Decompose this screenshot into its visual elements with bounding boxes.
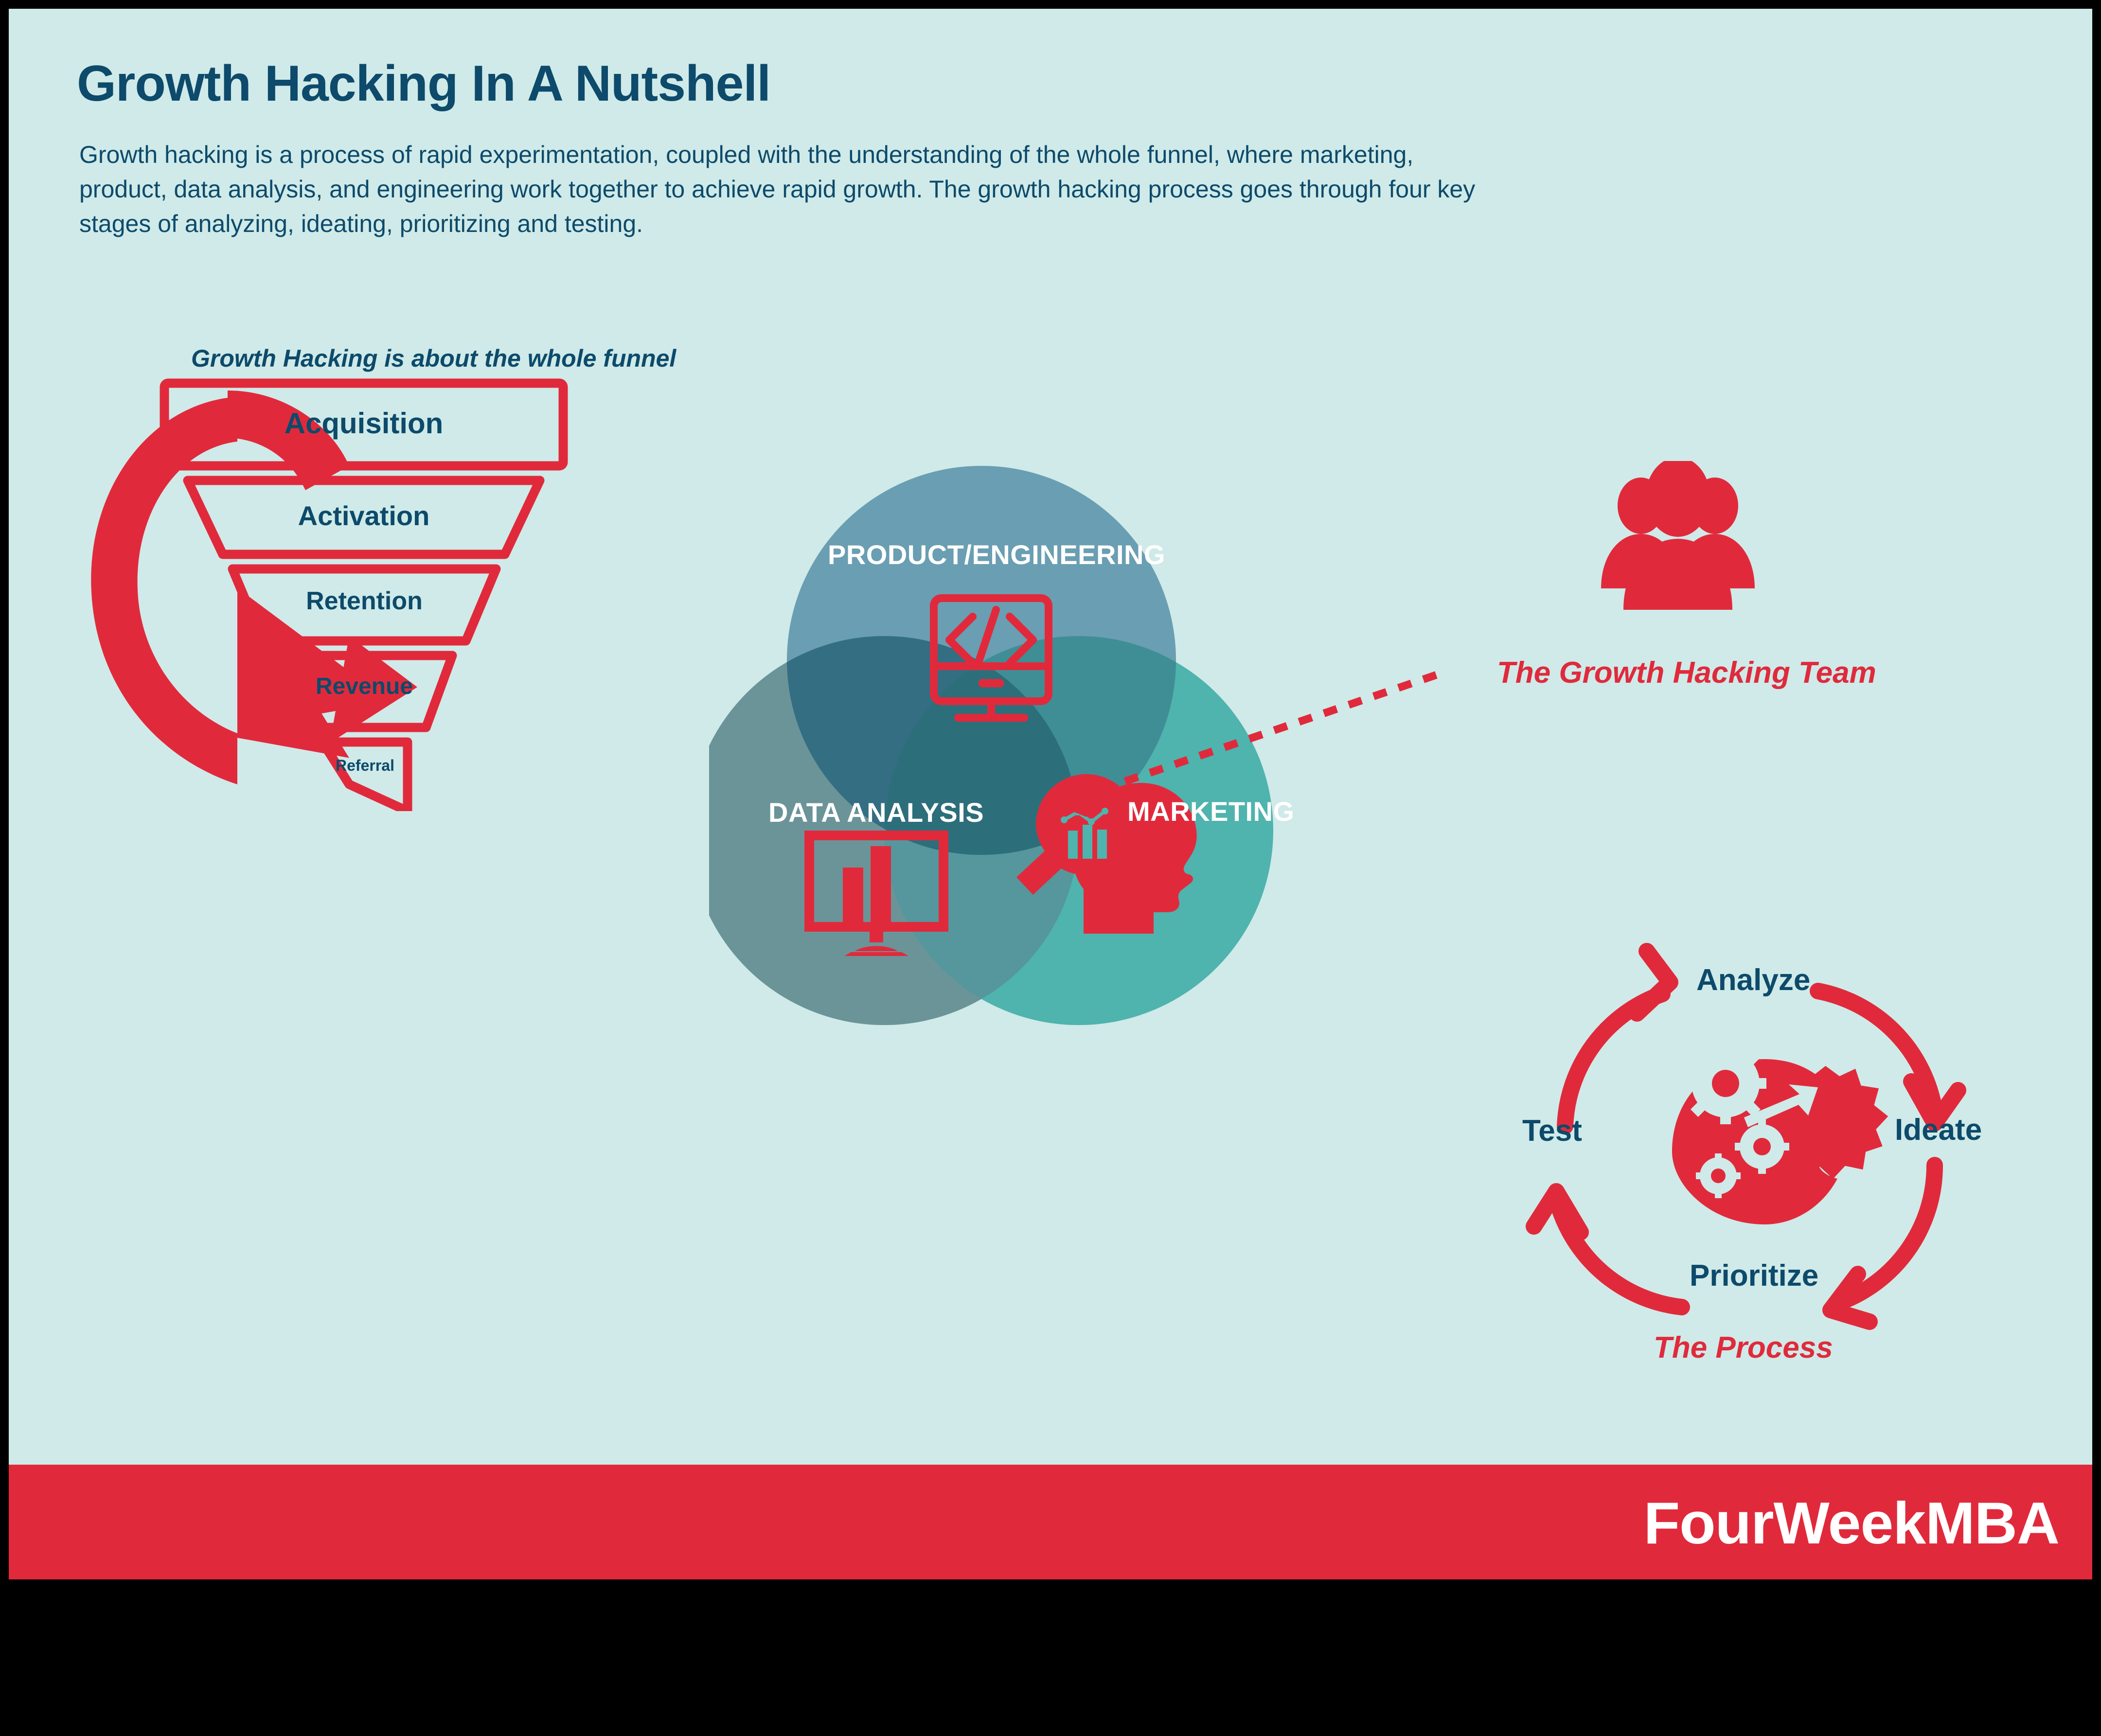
process-caption: The Process	[1654, 1331, 1833, 1364]
venn-graphic	[690, 466, 1438, 1025]
code-monitor-icon	[930, 594, 1052, 722]
funnel-stage-shape-referral	[318, 737, 412, 811]
venn-label-product-engineering: PRODUCT/ENGINEERING	[828, 539, 1165, 570]
process-step-test: Test	[1522, 1114, 1582, 1148]
page-title: Growth Hacking In A Nutshell	[77, 55, 771, 112]
footer-bar: FourWeekMBA	[9, 1465, 2092, 1579]
dashed-arrow-icon	[1057, 671, 1438, 817]
funnel-label-revenue: Revenue	[315, 673, 413, 699]
process-step-analyze: Analyze	[1696, 963, 1811, 997]
funnel-stage-shape-activation	[183, 476, 545, 559]
venn-label-marketing: MARKETING	[1127, 796, 1295, 827]
funnel-stage-shape-acquisition	[160, 378, 568, 471]
venn-label-data-analysis: DATA ANALYSIS	[768, 797, 984, 828]
team-section: The Growth Hacking Team	[1497, 457, 2081, 762]
funnel-label-referral: Referral	[336, 757, 394, 774]
funnel-caption: Growth Hacking is about the whole funnel	[191, 345, 677, 372]
process-cycle-graphic	[1526, 943, 1966, 1330]
funnel-stage-shape-retention	[228, 564, 501, 646]
bar-chart-monitor-icon	[804, 831, 948, 956]
page-description: Growth hacking is a process of rapid exp…	[79, 141, 1476, 237]
funnel-label-acquisition: Acquisition	[284, 407, 444, 440]
process-step-prioritize: Prioritize	[1690, 1259, 1819, 1293]
team-label: The Growth Hacking Team	[1497, 656, 1876, 690]
gears-idea-burst-icon	[1672, 1043, 1888, 1224]
funnel-label-retention: Retention	[306, 587, 423, 615]
funnel-graphic	[91, 378, 568, 811]
infographic-canvas: Growth Hacking In A Nutshell Growth hack…	[9, 9, 2092, 1579]
venn-diagram-section: PRODUCT/ENGINEERING DATA ANALYSIS MARKET…	[690, 446, 1439, 1127]
process-step-ideate: Ideate	[1895, 1113, 1982, 1147]
cycle-arrows	[1526, 943, 1966, 1330]
funnel-section: Growth Hacking is about the whole funnel…	[77, 344, 719, 811]
funnel-label-activation: Activation	[298, 500, 430, 531]
brand-logo-text: FourWeekMBA	[1643, 1490, 2060, 1556]
head-magnifier-chart-icon	[1016, 774, 1197, 934]
three-people-group-icon	[1601, 457, 1755, 610]
funnel-stage-shape-revenue	[271, 651, 457, 732]
process-section: Analyze Ideate Prioritize Test The Proce…	[1497, 923, 2032, 1414]
